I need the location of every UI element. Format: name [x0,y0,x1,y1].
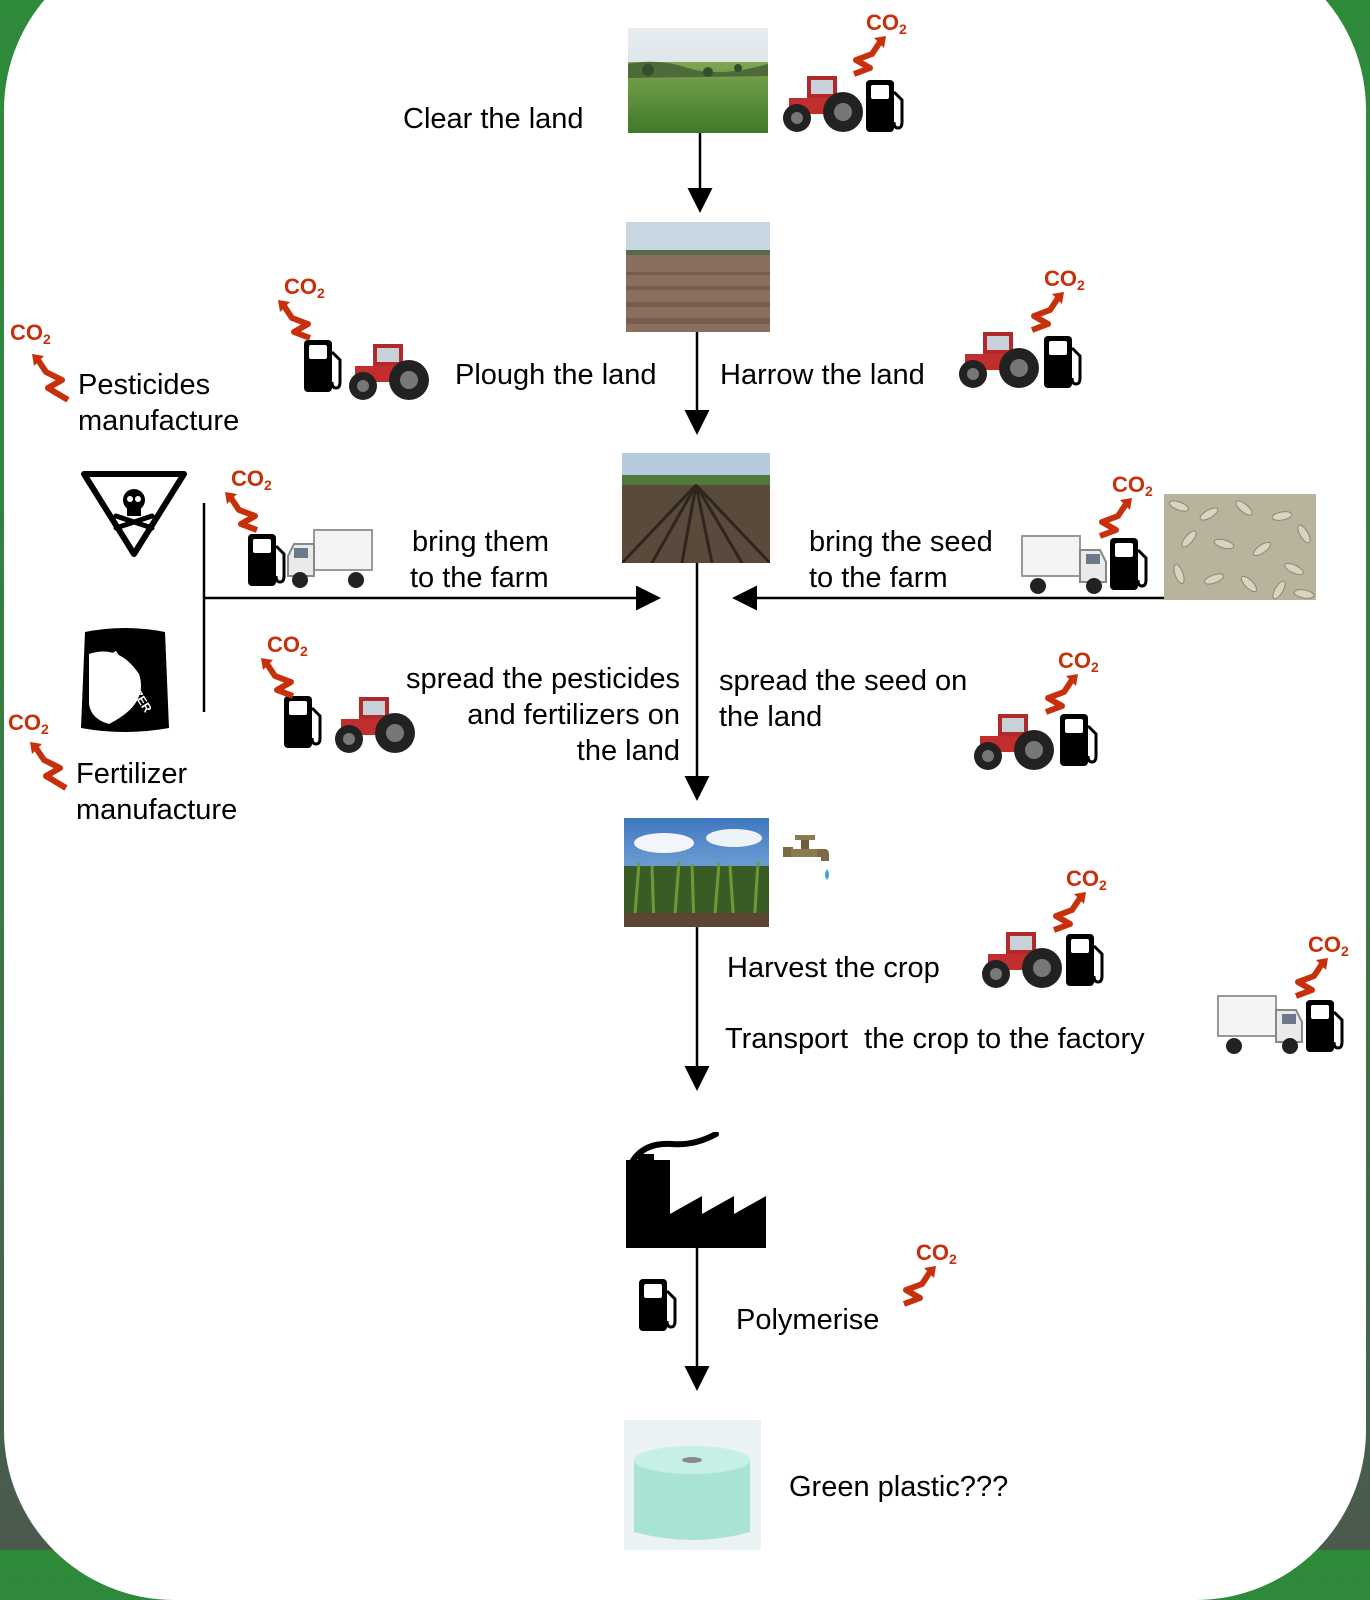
pesticides-line-2: manufacture [78,405,240,437]
bring-them-line-2: to the farm [410,562,549,594]
step-plough-the-land: Plough the land [455,359,657,391]
truck-icon [287,529,373,588]
step-polymerise: Polymerise [736,1304,880,1336]
step-clear-the-land: Clear the land [403,103,584,135]
fertilizer-line-1: Fertilizer [76,758,188,790]
fuel-pump-icon [248,534,286,586]
fuel-pump-icon [304,340,342,392]
bring-them-line-1: bring them [412,526,550,558]
pesticides-manufacture-label: Pesticides manufacture [78,367,239,439]
fertilizer-manufacture-label: Fertilizer manufacture [76,756,237,828]
process-flow: Clear the land Plough the land Harrow th… [0,10,1358,1550]
tractor-icon [783,76,863,132]
cleared-land-photo [628,28,768,133]
fertilizer-line-2: manufacture [76,794,238,826]
bring-seed-line-2: to the farm [809,562,948,594]
fuel-pump-icon [1066,934,1104,986]
harrowed-land-photo [622,453,770,563]
co2-emission-icon: CO2 [1046,866,1116,946]
co2-emission-icon: CO2 [0,710,68,791]
step-bring-them-to-farm: bring them to the farm [410,524,549,596]
poison-warning-icon [81,471,187,557]
result-green-plastic: Green plastic??? [789,1471,1009,1503]
step-bring-seed-to-farm: bring the seed to the farm [809,524,993,596]
fuel-pump-icon [639,1279,677,1331]
co2-emission-icon: CO2 [896,1240,966,1320]
co2-emission-icon: CO2 [846,10,916,90]
tractor-icon [982,932,1062,988]
fuel-pump-icon [1060,714,1098,766]
step-spread-seed: spread the seed on the land [719,663,967,735]
co2-emission-icon: CO2 [264,274,334,354]
fuel-pump-icon [284,696,322,748]
spread-seed-line-1: spread the seed on [719,665,968,697]
spread-pest-line-1: spread the pesticides [405,663,680,695]
tractor-icon [349,344,429,400]
fuel-pump-icon [1110,538,1148,590]
pesticides-line-1: Pesticides [78,369,211,401]
step-transport-crop: Transport the crop to the factory [725,1023,1145,1055]
co2-emission-icon: CO2 [247,632,317,712]
tractor-icon [335,697,415,753]
spread-pest-line-2: and fertilizers on [467,699,680,731]
step-harrow-the-land: Harrow the land [720,359,925,391]
fertilizer-bag-icon: FERTILIZER [81,628,169,732]
truck-icon [1217,995,1303,1054]
flow-arrows [202,133,1164,1391]
co2-emission-icon: CO2 [0,320,70,402]
co2-emission-icon: CO2 [211,466,281,546]
factory-icon [626,1132,766,1248]
crop-field-photo [624,818,769,927]
co2-emission-icon: CO2 [1024,266,1094,346]
bring-seed-line-1: bring the seed [809,526,993,558]
plastic-roll-photo [624,1420,761,1550]
fuel-pump-icon [1306,1000,1344,1052]
co2-emission-icon: CO2 [1092,472,1162,552]
step-harvest-the-crop: Harvest the crop [727,952,940,984]
water-tap-icon [783,835,829,880]
seed-photo [1164,494,1316,600]
truck-icon [1021,535,1107,594]
step-spread-pesticides: spread the pesticides and fertilizers on… [360,661,680,769]
tractor-icon [974,714,1054,770]
ploughed-land-photo [626,222,770,332]
fuel-pump-icon [866,80,904,132]
fuel-pump-icon [1044,336,1082,388]
co2-emission-icon: CO2 [1288,932,1358,1012]
spread-pest-line-3: the land [576,735,680,767]
spread-seed-line-2: the land [719,701,823,733]
co2-emission-icon: CO2 [1038,648,1108,728]
tractor-icon [959,332,1039,388]
